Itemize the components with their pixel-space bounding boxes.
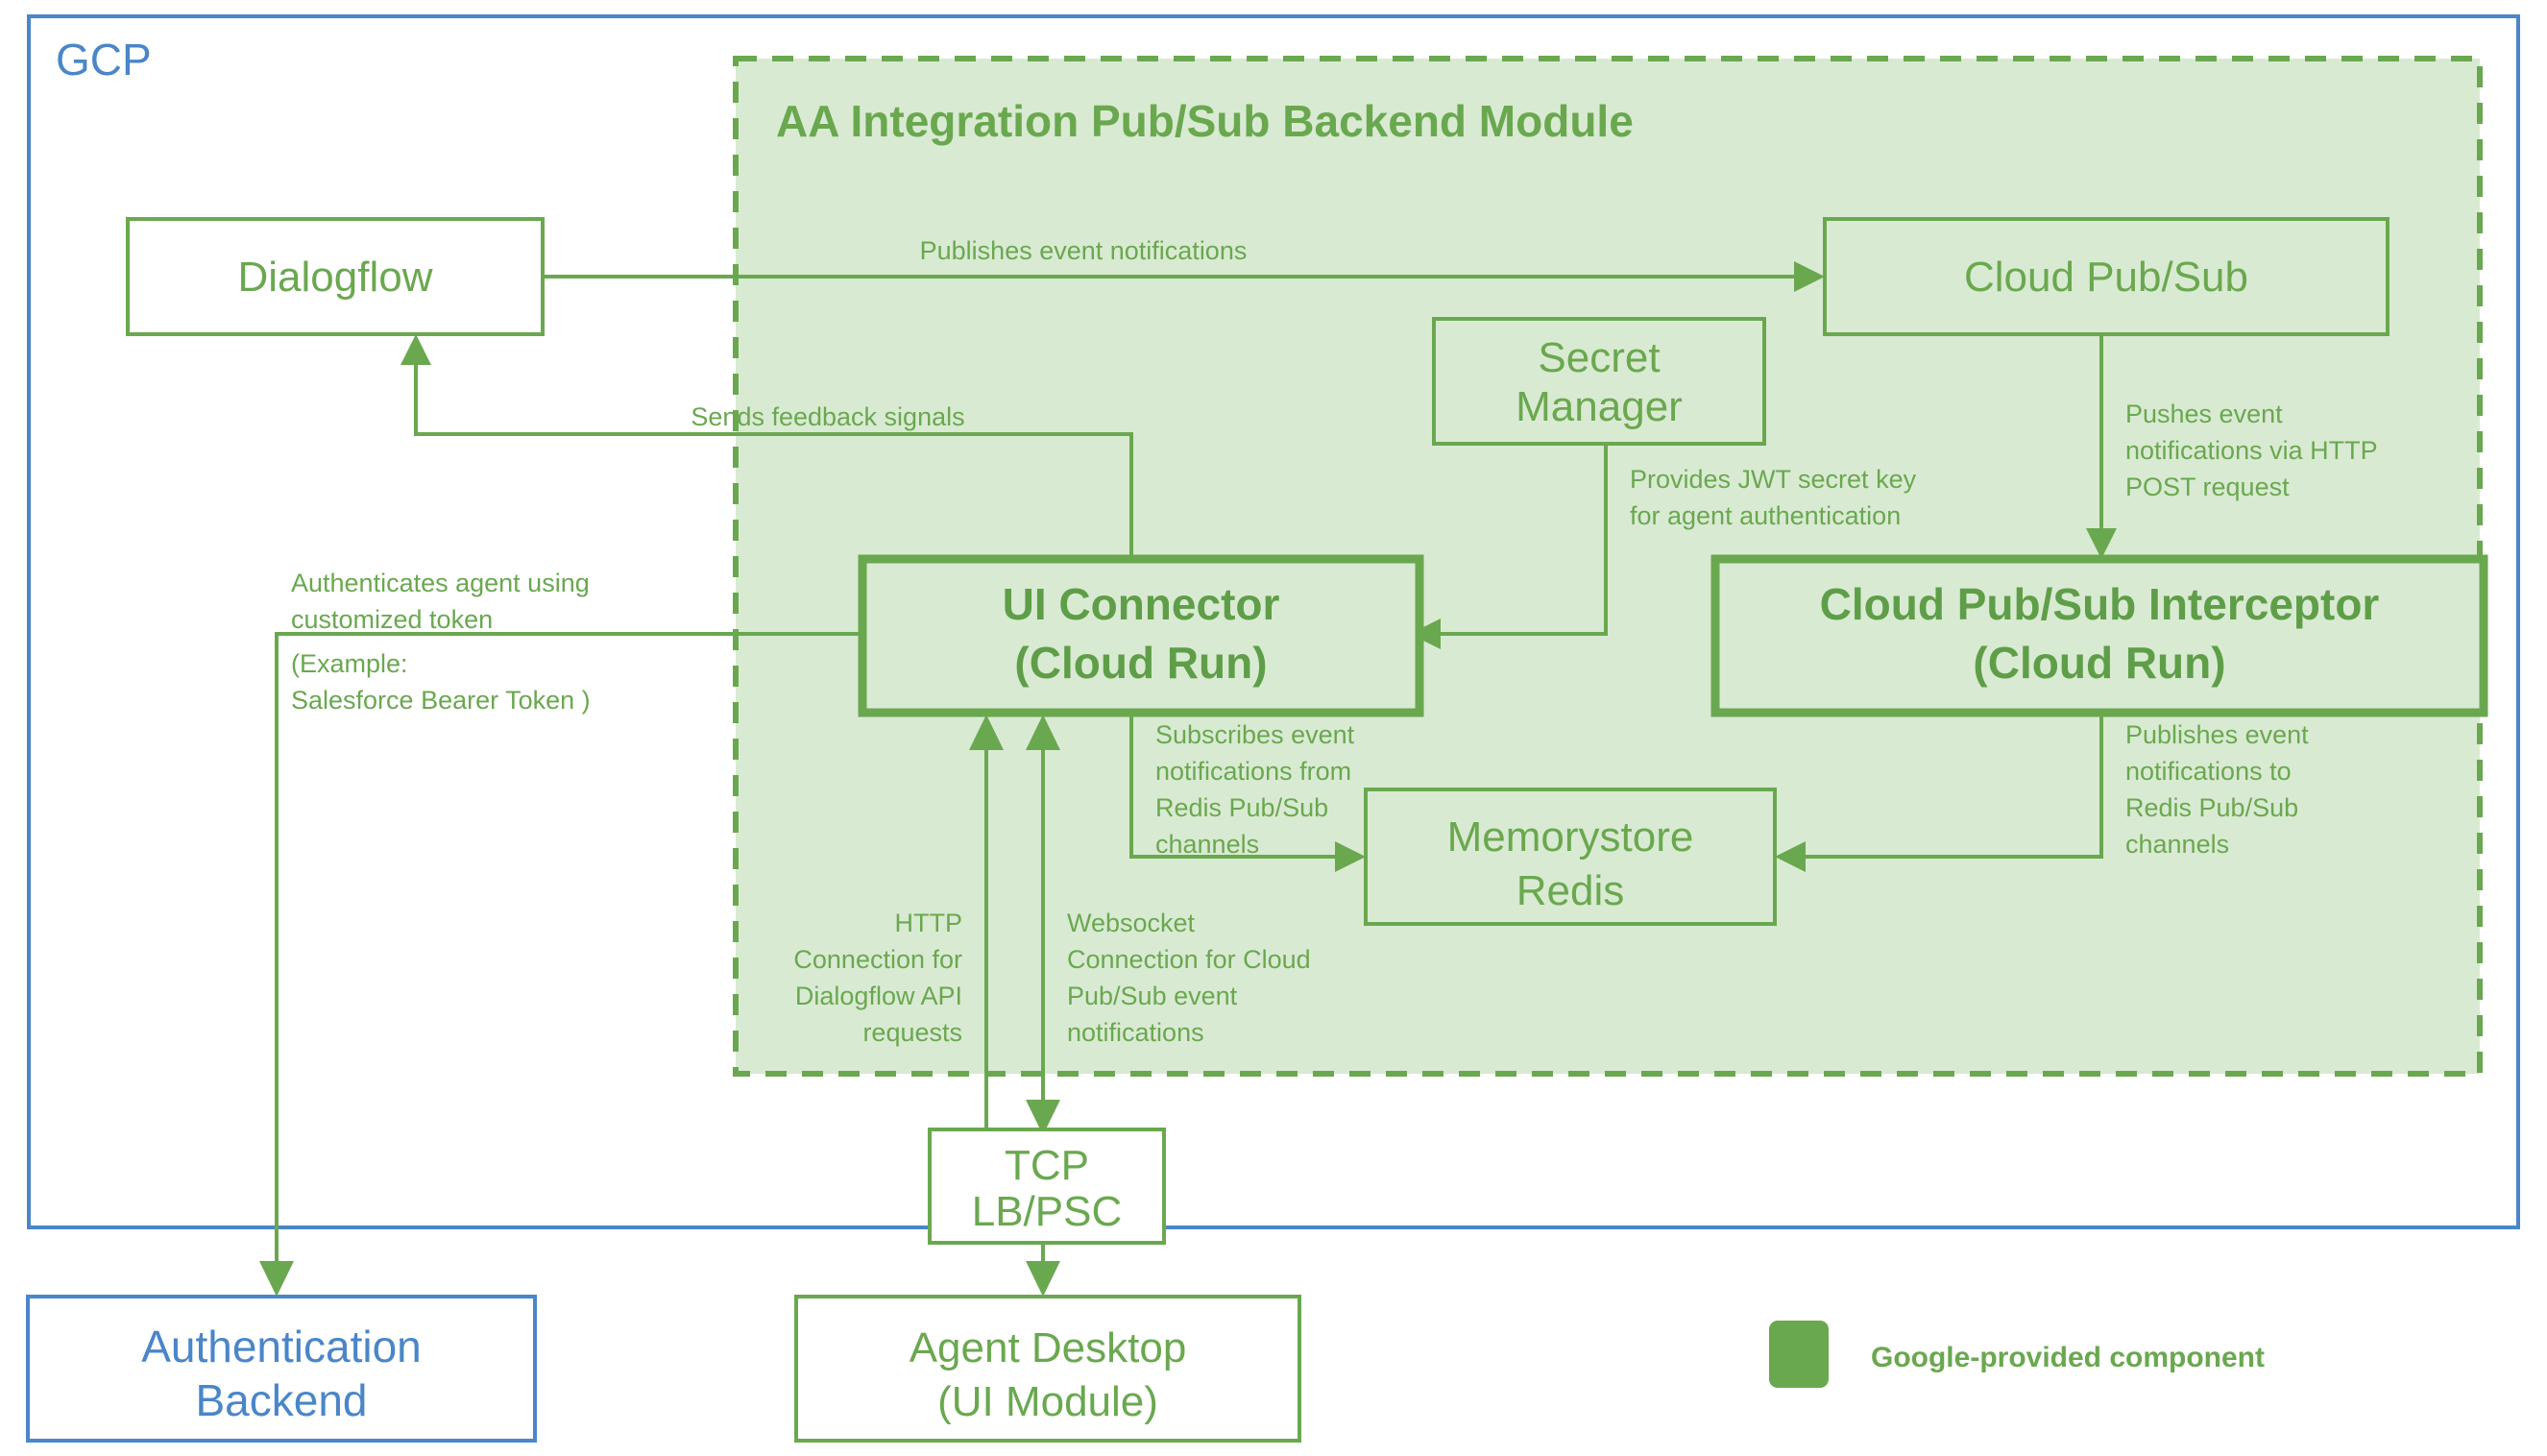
edge-label-subscribes-event: Subscribes event notifications from Redi… (1155, 720, 1355, 859)
node-tcp-lb-label-line2: LB/PSC (972, 1188, 1123, 1235)
svg-text:Pub/Sub event: Pub/Sub event (1067, 982, 1238, 1010)
edge-tcplb-to-uiconnector-http (969, 715, 1004, 1133)
node-ui-connector-label-line1: UI Connector (1003, 579, 1280, 629)
edge-pubsub-to-interceptor (2086, 301, 2117, 559)
svg-text:Dialogflow API: Dialogflow API (795, 982, 962, 1010)
node-secret-manager[interactable]: Secret Manager (1432, 317, 1766, 446)
gcp-label: GCP (56, 35, 152, 85)
node-agent-desktop[interactable]: Agent Desktop (UI Module) (794, 1295, 1301, 1443)
node-authentication-backend[interactable]: Authentication Backend (26, 1295, 537, 1443)
gcp-container (27, 14, 2520, 1229)
svg-text:notifications to: notifications to (2125, 757, 2292, 786)
svg-text:POST request: POST request (2125, 473, 2290, 501)
edge-down-into-tcplb (1026, 1087, 1060, 1135)
svg-text:Pushes event: Pushes event (2125, 400, 2283, 428)
svg-text:channels: channels (1155, 830, 1259, 859)
edge-tcplb-to-uiconnector-websocket (1026, 715, 1060, 1133)
svg-text:Connection for Cloud: Connection for Cloud (1067, 945, 1311, 974)
node-tcp-lb-psc[interactable]: TCP LB/PSC (928, 1128, 1166, 1245)
node-secret-manager-label-line1: Secret (1538, 334, 1660, 381)
edge-label-sends-feedback-signals: Sends feedback signals (691, 402, 964, 431)
svg-text:notifications from: notifications from (1155, 757, 1351, 786)
node-auth-backend-label-line2: Backend (195, 1375, 367, 1425)
node-cloud-pubsub-label: Cloud Pub/Sub (1964, 254, 2248, 301)
edge-secretmanager-to-uiconnector (1410, 444, 1608, 649)
node-agent-desktop-label-line1: Agent Desktop (910, 1324, 1187, 1371)
svg-text:Websocket: Websocket (1067, 909, 1196, 937)
svg-text:Salesforce Bearer Token ): Salesforce Bearer Token ) (291, 686, 591, 715)
svg-text:Subscribes event: Subscribes event (1155, 720, 1355, 749)
edge-uiconnector-to-dialogflow (400, 334, 1133, 565)
node-memorystore-label-line2: Redis (1516, 867, 1625, 914)
legend: Google-provided component (1769, 1321, 2265, 1388)
node-memorystore-label-line1: Memorystore (1447, 813, 1694, 861)
edge-label-websocket-connection: Websocket Connection for Cloud Pub/Sub e… (1067, 909, 1311, 1047)
svg-text:Redis Pub/Sub: Redis Pub/Sub (1155, 793, 1328, 822)
svg-text:(Example:: (Example: (291, 649, 408, 678)
node-cloud-pubsub[interactable]: Cloud Pub/Sub (1823, 217, 2389, 336)
edge-label-pushes-event: Pushes event notifications via HTTP POST… (2125, 400, 2378, 501)
node-agent-desktop-label-line2: (UI Module) (937, 1378, 1158, 1425)
edge-label-publishes-event-notifications: Publishes event notifications (920, 236, 1248, 265)
edge-label-http-connection: HTTP Connection for Dialogflow API reque… (793, 909, 962, 1047)
svg-text:channels: channels (2125, 830, 2229, 859)
node-auth-backend-label-line1: Authentication (141, 1322, 422, 1371)
svg-text:notifications: notifications (1067, 1018, 1204, 1047)
legend-swatch (1769, 1321, 1829, 1388)
svg-text:Authenticates agent using: Authenticates agent using (291, 569, 590, 597)
edge-label-authenticates-agent: Authenticates agent using customized tok… (291, 569, 591, 715)
node-ui-connector-label-line2: (Cloud Run) (1014, 638, 1267, 688)
edge-tcplb-to-agentdesktop (1026, 1239, 1060, 1297)
edge-uiconnector-to-authbackend (259, 632, 862, 1297)
node-memorystore-redis[interactable]: Memorystore Redis (1364, 788, 1777, 926)
node-tcp-lb-label-line1: TCP (1005, 1142, 1089, 1189)
svg-text:Publishes event: Publishes event (2125, 720, 2309, 749)
edge-label-publishes-to-redis: Publishes event notifications to Redis P… (2125, 720, 2309, 859)
svg-text:for agent authentication: for agent authentication (1630, 501, 1901, 530)
svg-text:notifications via HTTP: notifications via HTTP (2125, 436, 2378, 465)
svg-text:HTTP: HTTP (895, 909, 963, 937)
edge-dialogflow-to-pubsub (543, 261, 1825, 292)
svg-text:requests: requests (862, 1018, 962, 1047)
node-dialogflow[interactable]: Dialogflow (126, 217, 545, 336)
svg-text:Connection for: Connection for (793, 945, 962, 974)
node-interceptor-label-line1: Cloud Pub/Sub Interceptor (1820, 579, 2380, 629)
node-secret-manager-label-line2: Manager (1516, 383, 1683, 430)
node-ui-connector[interactable]: UI Connector (Cloud Run) (858, 554, 1424, 717)
legend-label: Google-provided component (1871, 1342, 2265, 1373)
svg-text:Provides JWT secret key: Provides JWT secret key (1630, 465, 1917, 494)
node-interceptor-label-line2: (Cloud Run) (1973, 638, 2225, 688)
edge-uiconnector-to-memorystore (1129, 713, 1366, 872)
svg-text:customized token: customized token (291, 605, 493, 634)
node-cloud-pubsub-interceptor[interactable]: Cloud Pub/Sub Interceptor (Cloud Run) (1710, 554, 2488, 717)
module-title: AA Integration Pub/Sub Backend Module (776, 96, 1634, 146)
edge-interceptor-to-memorystore (1775, 713, 2103, 872)
node-dialogflow-label: Dialogflow (238, 254, 433, 301)
edge-label-provides-jwt: Provides JWT secret key for agent authen… (1630, 465, 1917, 530)
svg-text:Redis Pub/Sub: Redis Pub/Sub (2125, 793, 2298, 822)
